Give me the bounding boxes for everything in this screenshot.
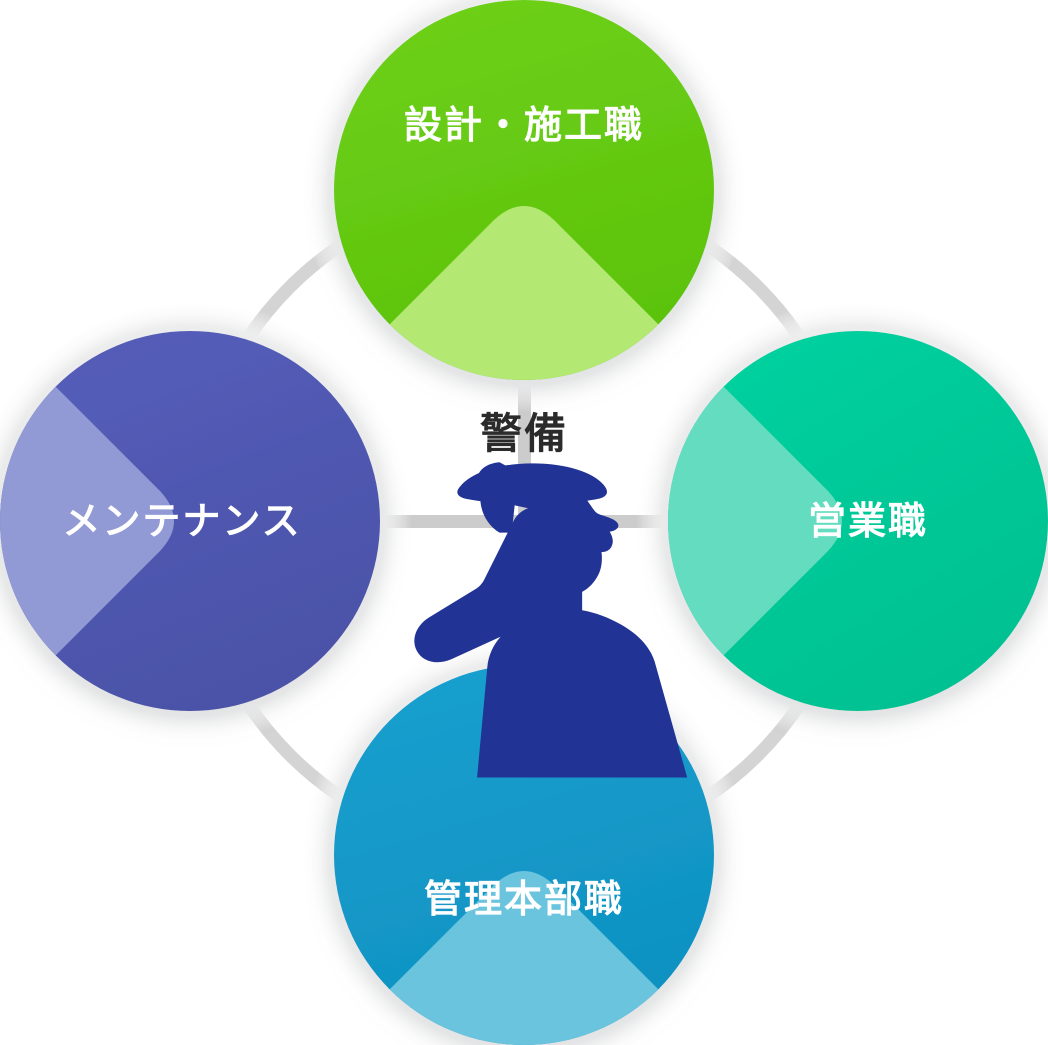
chevron-down-icon: [334, 206, 714, 380]
node-sales[interactable]: [608, 271, 1048, 771]
chevron-right-icon: [668, 331, 842, 711]
node-accent-bottom: [334, 871, 714, 1045]
node-maintenance[interactable]: [0, 271, 380, 771]
node-accent-right: [668, 331, 842, 711]
chevron-right-icon: [0, 331, 174, 711]
saluting-security-guard-icon: [414, 462, 688, 778]
chevron-down-icon: [334, 871, 714, 1045]
node-design-construction[interactable]: [274, 0, 774, 440]
node-accent-top: [334, 206, 714, 380]
node-accent-left: [0, 331, 174, 711]
